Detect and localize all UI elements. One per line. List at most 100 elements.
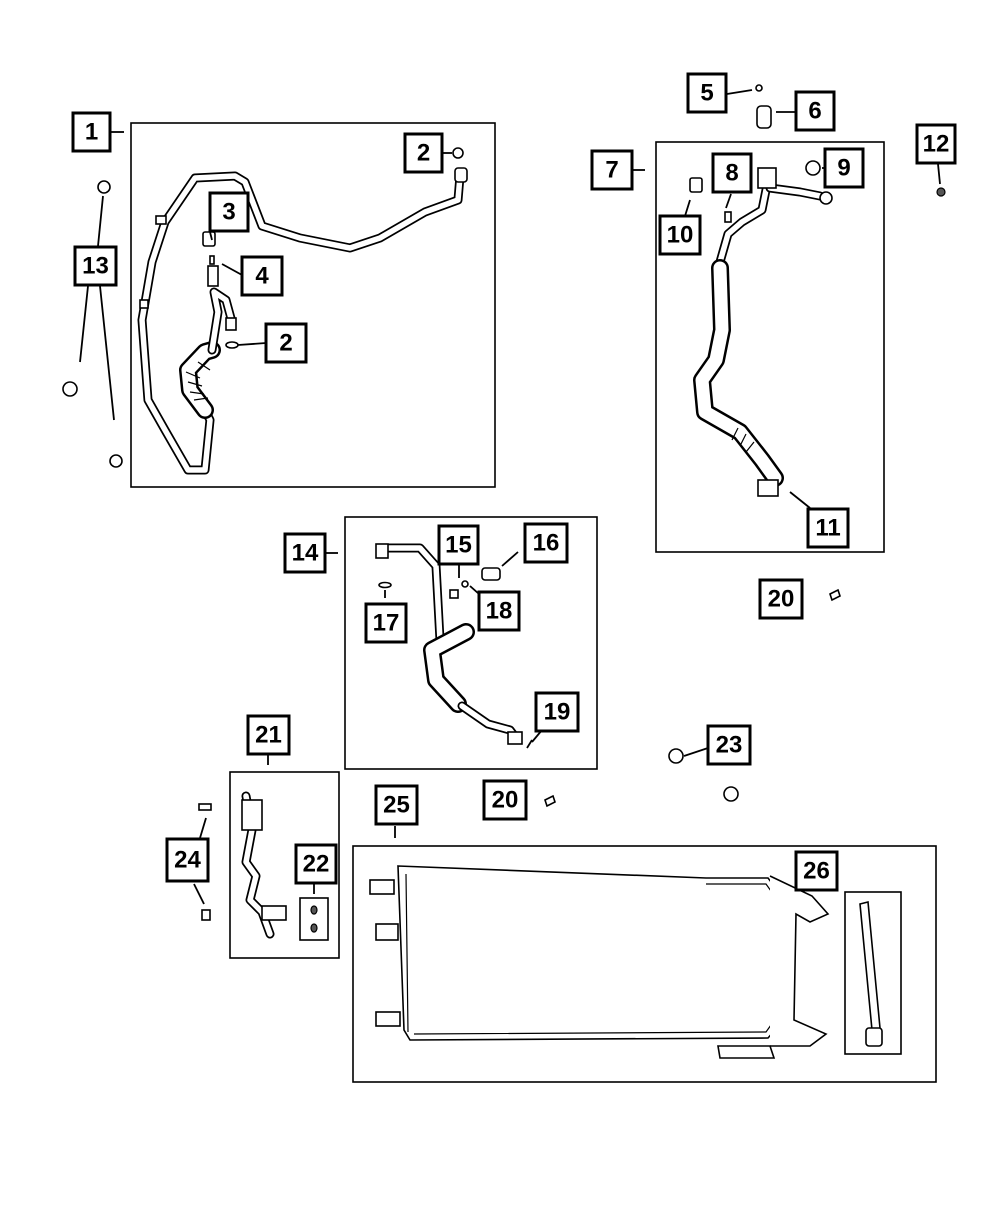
bracket-7: [757, 167, 777, 189]
frame-assembly-7: [655, 141, 885, 553]
ac-line-assembly-14: [375, 543, 523, 745]
svg-text:2: 2: [279, 330, 292, 357]
bracket-25a: [369, 879, 395, 895]
callout-1: 1: [71, 111, 112, 153]
svg-text:5: 5: [700, 80, 713, 107]
cap-10: [689, 177, 703, 193]
callout-4: 4: [240, 255, 284, 297]
frame-assembly-1: [130, 122, 496, 488]
nut-12: [936, 187, 946, 197]
part-5: [755, 84, 763, 92]
fitting-3: [454, 167, 468, 183]
callout-21: 21: [246, 714, 291, 756]
fasteners-13: [62, 180, 123, 468]
callout-9: 9: [823, 147, 865, 189]
callout-13: 13: [73, 245, 118, 287]
svg-text:18: 18: [486, 598, 513, 625]
gasket-hole-b: [310, 923, 318, 933]
svg-text:24: 24: [174, 847, 201, 874]
svg-text:6: 6: [808, 98, 821, 125]
svg-text:14: 14: [292, 540, 319, 567]
svg-text:23: 23: [716, 732, 743, 759]
block-21b: [261, 905, 287, 921]
callout-2b: 2: [264, 322, 308, 364]
svg-text:13: 13: [82, 253, 109, 280]
callout-11: 11: [806, 507, 850, 549]
callout-5: 5: [686, 72, 728, 114]
svg-text:26: 26: [803, 858, 830, 885]
frame-assembly-26: [844, 891, 902, 1055]
svg-text:12: 12: [923, 131, 950, 158]
svg-text:3: 3: [222, 199, 235, 226]
callout-3: 3: [208, 191, 250, 233]
fitting-2: [207, 265, 219, 287]
svg-text:19: 19: [544, 699, 571, 726]
svg-text:10: 10: [667, 222, 694, 249]
part-18: [449, 589, 459, 599]
callout-12: 12: [915, 123, 957, 165]
valve-core-4: [209, 255, 215, 265]
callout-25: 25: [374, 784, 419, 826]
callout-16: 16: [523, 522, 569, 564]
callout-8: 8: [711, 152, 753, 194]
callout-19: 19: [534, 691, 580, 733]
fitting-14: [507, 731, 523, 745]
svg-text:16: 16: [533, 530, 560, 557]
svg-text:21: 21: [255, 722, 282, 749]
nut-13a: [97, 180, 111, 194]
ac-line-assembly-7: [693, 167, 833, 497]
block-21a: [241, 799, 263, 831]
svg-text:20: 20: [768, 586, 795, 613]
svg-text:25: 25: [383, 792, 410, 819]
ac-line-assembly-21: [241, 791, 287, 939]
callout-17: 17: [364, 602, 408, 644]
callout-24: 24: [165, 837, 210, 883]
part-6: [756, 105, 772, 129]
gasket-22: [299, 897, 329, 941]
svg-text:2: 2: [417, 140, 430, 167]
callout-15: 15: [437, 524, 480, 566]
clip-1: [155, 215, 167, 225]
svg-text:8: 8: [725, 160, 738, 187]
bracket-25b: [375, 923, 399, 941]
callout-22: 22: [294, 843, 338, 885]
callout-20a: 20: [758, 578, 804, 620]
svg-text:15: 15: [445, 532, 472, 559]
part-20a: [829, 588, 841, 602]
ac-line-assembly-1: [137, 167, 468, 475]
condenser-25: [369, 865, 830, 1059]
svg-text:11: 11: [815, 515, 840, 542]
switch-16: [481, 567, 501, 581]
nut-13c: [109, 454, 123, 468]
receiver-drier-26: [859, 900, 883, 1047]
grommet-23b: [723, 786, 739, 802]
bolt-24: [198, 803, 212, 811]
gasket-hole-a: [310, 905, 318, 915]
callout-7: 7: [590, 149, 634, 191]
svg-text:17: 17: [373, 610, 400, 637]
port-7: [819, 191, 833, 205]
o-ring-2a: [452, 147, 464, 159]
callout-6: 6: [794, 90, 836, 132]
nut-13b: [62, 381, 78, 397]
svg-text:1: 1: [85, 119, 98, 146]
callout-10: 10: [658, 214, 702, 256]
cap-3: [202, 231, 216, 247]
svg-text:22: 22: [303, 851, 330, 878]
grommet-23a: [668, 748, 684, 764]
callout-23: 23: [706, 724, 752, 766]
bracket-14: [375, 543, 389, 559]
o-ring-2b: [225, 341, 239, 349]
bracket-25c: [375, 1011, 401, 1027]
callout-20b: 20: [482, 779, 528, 821]
frame-assembly-21: [229, 771, 340, 959]
seal-19: [526, 739, 533, 749]
frame-assembly-25: [352, 845, 937, 1083]
callout-26: 26: [794, 850, 839, 892]
part-20b: [544, 794, 556, 808]
callout-2a: 2: [403, 132, 444, 174]
frame-assembly-14: [344, 516, 598, 770]
clip-2: [139, 299, 149, 309]
o-ring-17: [378, 581, 392, 589]
